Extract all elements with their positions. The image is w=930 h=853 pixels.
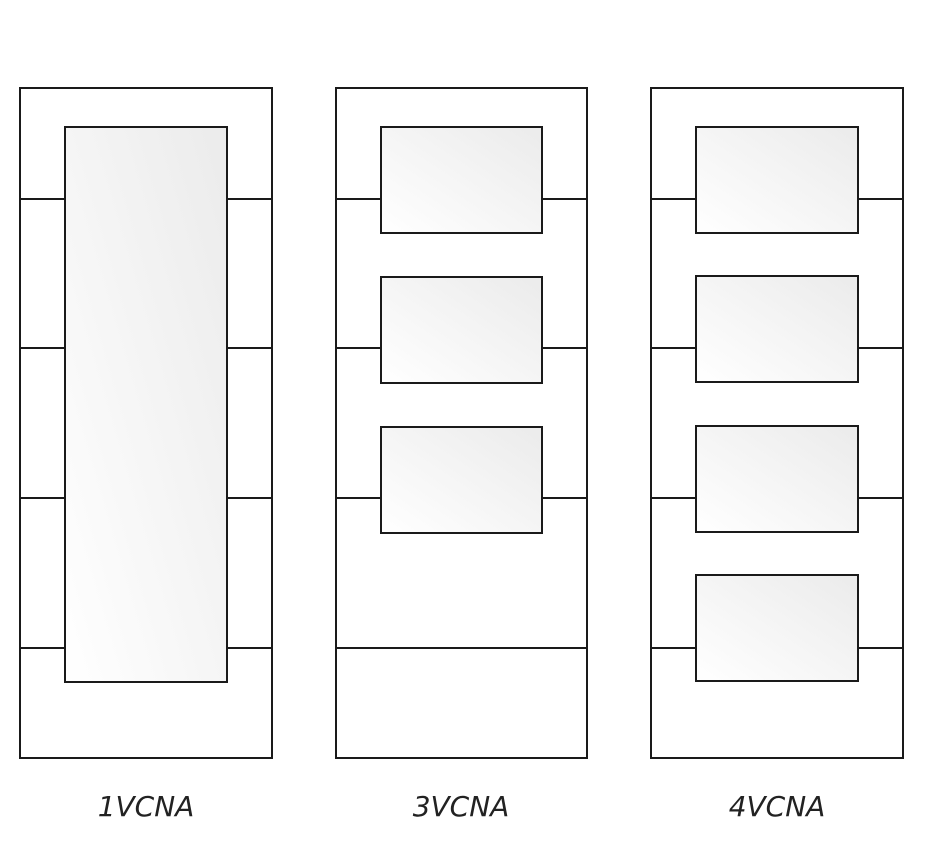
door-3vcna: 3VCNA [335,87,588,823]
glass-panel [64,126,228,683]
door-1vcna: 1VCNA [19,87,273,823]
glass-panel [695,126,859,234]
glass-panel [695,275,859,383]
glass-panel [380,126,543,234]
door-4vcna: 4VCNA [650,87,904,823]
door-label: 1VCNA [98,790,195,823]
glass-panel [380,426,543,534]
glass-panel [380,276,543,384]
glass-panel [695,425,859,533]
door-label: 3VCNA [413,790,510,823]
glass-panel [695,574,859,682]
door-label: 4VCNA [729,790,826,823]
